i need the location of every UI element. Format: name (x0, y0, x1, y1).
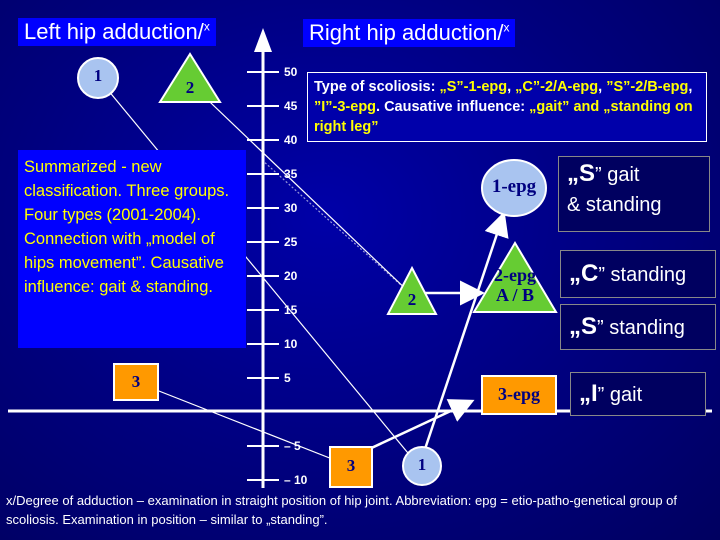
label-i-gait: „I” gait (570, 372, 706, 416)
tick-minus-10: – 10 (284, 473, 308, 487)
left-hip-title-text: Left hip adduction/ (24, 19, 204, 44)
label-c-standing: „C” standing (560, 250, 716, 298)
epg2-label-line1: 2-epg (494, 265, 536, 285)
label-c-big: „C (569, 260, 599, 287)
marker-left-1-label: 1 (93, 66, 103, 85)
marker-mid-2-triangle (386, 265, 438, 315)
tick-45: 45 (284, 99, 298, 113)
type-i: ”I”-3-epg (314, 99, 377, 115)
scoliosis-type-box: Type of scoliosis: „S”-1-epg, „C”-2/A-ep… (307, 72, 707, 142)
vertical-axis-arrow-icon (254, 28, 272, 52)
label-s-gait-rest: ” gait (595, 164, 640, 186)
marker-bottom-1-label: 1 (417, 455, 427, 474)
tick-10: 10 (284, 337, 298, 351)
type-s: „S”-1-epg (439, 79, 508, 95)
marker-mid-2-label: 2 (407, 290, 417, 309)
marker-left-2-triangle (158, 52, 222, 103)
marker-left-1-circle (77, 57, 119, 99)
right-hip-title-text: Right hip adduction/ (309, 20, 504, 45)
label-s-rest: ” standing (597, 317, 685, 339)
axis-tick-marks (247, 71, 279, 481)
label-i-rest: ” gait (597, 384, 643, 406)
tick-15: 15 (284, 303, 298, 317)
epg1-label: 1-epg (491, 176, 537, 197)
epg2-label-line2: A / B (495, 285, 534, 305)
label-s-gait-big: „S (567, 160, 596, 187)
tick-minus-5: – 5 (284, 439, 301, 453)
summary-box: Summarized - new classification. Three g… (18, 150, 246, 348)
type-causative: . Causative influence: (376, 99, 530, 115)
epg1-ellipse (481, 159, 547, 217)
epg3-label: 3-epg (498, 384, 540, 404)
marker-bottom-1-circle (402, 446, 442, 486)
type-s2: ”S”-2/B-epg (606, 79, 689, 95)
left-hip-title: Left hip adduction/x (18, 18, 216, 46)
tick-30: 30 (284, 201, 298, 215)
label-c-rest: ” standing (598, 264, 687, 286)
footnote: x/Degree of adduction – examination in s… (6, 493, 678, 527)
right-hip-title-sup: x (503, 20, 510, 35)
tick-50: 50 (284, 65, 298, 79)
marker-bottom-3-square (329, 446, 373, 488)
type-gait: „gait” and „standing on right leg” (314, 99, 693, 135)
left-hip-title-sup: x (203, 19, 210, 34)
tick-5: 5 (284, 371, 291, 385)
marker-left-2-label: 2 (185, 78, 195, 97)
tick-35: 35 (284, 167, 298, 181)
marker-left-3-square (113, 363, 159, 401)
epg3-square (481, 375, 557, 415)
type-c: „C”-2/A-epg (515, 79, 599, 95)
arrow-lines (349, 211, 509, 460)
label-s-gait-line2: & standing (567, 194, 662, 216)
label-s-standing: „S” standing (560, 304, 716, 350)
marker-left-3-label: 3 (131, 372, 141, 391)
tick-40: 40 (284, 133, 298, 147)
label-s-gait-standing: „S” gait & standing (558, 156, 710, 232)
tick-25: 25 (284, 235, 298, 249)
label-i-big: „I (579, 380, 598, 407)
tick-20: 20 (284, 269, 298, 283)
label-s-big: „S (569, 313, 598, 340)
right-hip-title: Right hip adduction/x (303, 19, 516, 47)
marker-bottom-3-label: 3 (346, 456, 356, 475)
connector-lines (97, 77, 423, 471)
type-prefix: Type of scoliosis: (314, 79, 440, 95)
epg2-triangle (472, 241, 558, 313)
